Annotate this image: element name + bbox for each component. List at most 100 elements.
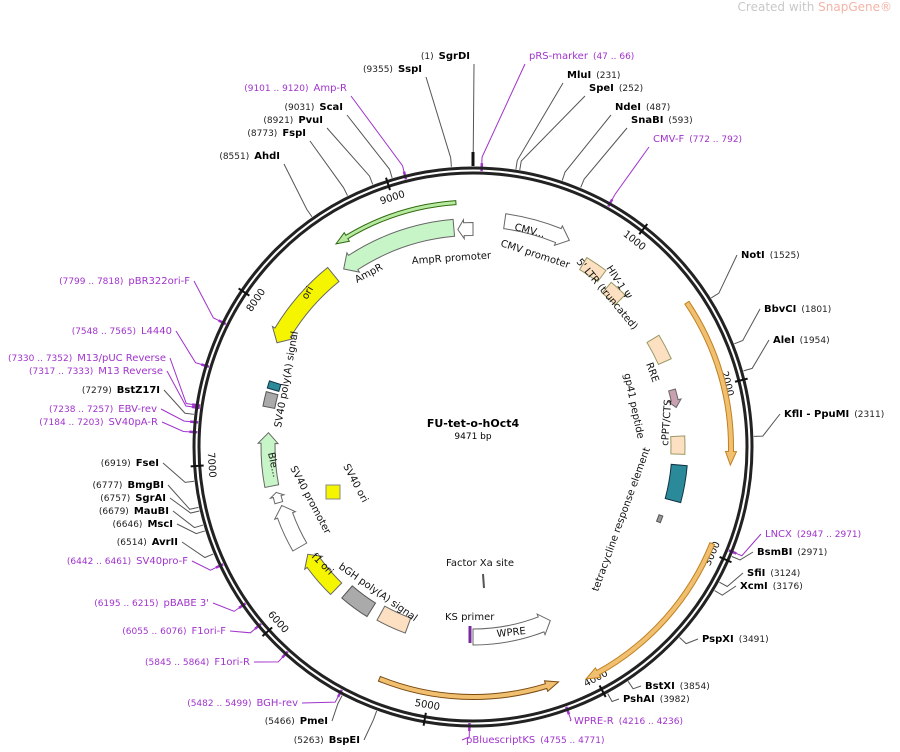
feature-small-grey[interactable] (655, 514, 664, 524)
restriction-site-label[interactable]: BbvCI(1801) (764, 304, 831, 316)
feature-bgh-polya[interactable] (376, 605, 412, 634)
site-position: (1525) (769, 251, 800, 261)
site-name: pBR322ori-F (128, 276, 190, 287)
feature-rre[interactable] (646, 334, 672, 366)
restriction-site-label[interactable]: (7279)BstZ17I (82, 385, 160, 397)
primer-site-label[interactable]: (6442 .. 6461)SV40pro-F (67, 556, 188, 568)
feature-hiv-psi[interactable] (601, 281, 626, 306)
site-position: (2311) (854, 410, 885, 420)
tick-mark (261, 626, 273, 637)
feature-f1-ori[interactable] (303, 553, 343, 596)
restriction-site-label[interactable]: (1)SgrDI (421, 51, 470, 63)
restriction-site-label[interactable]: (8551)AhdI (219, 151, 280, 163)
primer-site-label[interactable]: WPRE-R(4216 .. 4236) (574, 716, 683, 728)
primer-site-label[interactable]: (5845 .. 5864)F1ori-R (145, 657, 250, 669)
site-name: AleI (773, 335, 795, 346)
primer-site-label[interactable]: (9101 .. 9120)Amp-R (244, 83, 347, 95)
restriction-site-label[interactable]: SpeI(252) (589, 83, 643, 95)
feature-orange-arc-2[interactable] (584, 542, 716, 680)
site-position: (2947 .. 2971) (796, 530, 862, 540)
tick-label: 5000 (414, 698, 441, 713)
primer-site-label[interactable]: (6195 .. 6215)pBABE 3' (94, 598, 209, 610)
primer-site-label[interactable]: (7548 .. 7565)L4440 (72, 326, 172, 338)
restriction-site-label[interactable]: BstXI(3854) (645, 681, 710, 693)
feature-ampr-promoter[interactable] (457, 217, 474, 241)
restriction-site-label[interactable]: BsmBI(2971) (757, 547, 827, 559)
primer-site-label[interactable]: pRS-marker(47 .. 66) (529, 51, 634, 63)
feature-gp41-peptide[interactable] (667, 388, 683, 409)
feature-small-white[interactable] (268, 491, 286, 505)
restriction-site-label[interactable]: SfiI(3124) (747, 568, 800, 580)
restriction-site-label[interactable]: (6514)AvrII (117, 537, 178, 549)
feature-tre[interactable] (664, 463, 688, 504)
restriction-site-label[interactable]: (5466)PmeI (265, 716, 328, 728)
site-name: NdeI (615, 102, 642, 113)
tick-mark (598, 685, 607, 698)
leader-line (193, 280, 222, 323)
feature-5-ltr[interactable] (578, 256, 607, 283)
primer-site-label[interactable]: LNCX(2947 .. 2971) (765, 529, 861, 541)
feature-grey-small[interactable] (262, 391, 279, 410)
restriction-site-label[interactable]: (8773)FspI (247, 128, 306, 140)
feature-cmv-enhancer[interactable] (503, 213, 571, 247)
primer-site-label[interactable]: (7330 .. 7352)M13/pUC Reverse (8, 353, 166, 365)
feature-grey-box[interactable] (341, 585, 377, 618)
restriction-site-label[interactable]: XcmI(3176) (740, 581, 803, 593)
feature-ori[interactable] (271, 266, 340, 344)
restriction-site-label[interactable]: (6646)MscI (113, 519, 174, 531)
leader-line (253, 654, 285, 663)
backbone-inner-ring (197, 171, 749, 723)
site-position: (8551) (219, 152, 250, 162)
site-position: (9031) (284, 103, 315, 113)
feature-cppt-cts[interactable] (670, 435, 686, 455)
restriction-site-label[interactable]: PspXI(3491) (702, 634, 769, 646)
feature-teal-small[interactable] (266, 380, 282, 392)
leader-line (580, 127, 628, 188)
restriction-site-label[interactable]: MluI(231) (567, 70, 620, 82)
restriction-site-label[interactable]: (6777)BmgBI (93, 480, 164, 492)
tick-mark (734, 377, 748, 383)
restriction-site-label[interactable]: (5263)BspEI (294, 735, 360, 747)
restriction-site-label[interactable]: (6919)FseI (101, 458, 159, 470)
site-position: (3982) (659, 695, 690, 705)
site-position: (231) (596, 71, 621, 81)
restriction-site-label[interactable]: (9031)ScaI (284, 102, 343, 114)
restriction-site-label[interactable]: (6757)SgrAI (100, 493, 166, 505)
primer-site-label[interactable]: (7238 .. 7257)EBV-rev (49, 404, 157, 416)
site-name: PvuI (298, 115, 323, 126)
restriction-site-label[interactable]: PshAI(3982) (623, 694, 690, 706)
primer-site-label[interactable]: (7184 .. 7203)SV40pA-R (39, 417, 158, 429)
feature-wpre[interactable] (472, 613, 551, 646)
primer-site-label[interactable]: (7799 .. 7818)pBR322ori-F (59, 276, 190, 288)
feature-sv40-ori[interactable] (325, 484, 341, 500)
restriction-site-label[interactable]: NotI(1525) (741, 250, 800, 262)
primer-site-label[interactable]: (6055 .. 6076)F1ori-F (122, 626, 226, 638)
feature-orange-arc-3[interactable] (377, 675, 560, 700)
primer-site-label[interactable]: CMV-F(772 .. 792) (653, 134, 742, 146)
feature-factor-xa-site[interactable] (482, 573, 485, 589)
restriction-site-label[interactable]: (9355)SspI (363, 64, 422, 76)
restriction-site-label[interactable]: SnaBI(593) (631, 115, 693, 127)
site-name: BmgBI (127, 480, 164, 491)
feature-green-arc[interactable] (334, 200, 457, 245)
leader-line (607, 693, 620, 703)
site-position: (6195 .. 6215) (94, 599, 159, 609)
feature-sv40-promoter[interactable] (273, 504, 308, 552)
leader-line (163, 389, 194, 415)
primer-site-label[interactable]: (5482 .. 5499)BGH-rev (187, 698, 298, 710)
restriction-site-label[interactable]: NdeI(487) (615, 102, 670, 114)
site-name: BGH-rev (256, 698, 298, 709)
restriction-site-label[interactable]: (8921)PvuI (263, 115, 323, 127)
feature-ampr[interactable] (343, 218, 456, 273)
feature-orange-arc-1[interactable] (684, 300, 738, 467)
feature-ble[interactable] (256, 431, 280, 489)
feature-label-factor-xa: Factor Xa site (446, 558, 514, 569)
leader-line (481, 63, 526, 167)
site-name: Amp-R (313, 83, 348, 94)
site-position: (5845 .. 5864) (145, 658, 210, 668)
primer-site-label[interactable]: (7317 .. 7333)M13 Reverse (29, 366, 163, 378)
restriction-site-label[interactable]: KflI - PpuMI(2311) (784, 409, 884, 421)
primer-site-label[interactable]: pBluescriptKS(4755 .. 4771) (466, 735, 605, 747)
restriction-site-label[interactable]: (6679)MauBI (99, 506, 169, 518)
restriction-site-label[interactable]: AleI(1954) (773, 335, 830, 347)
